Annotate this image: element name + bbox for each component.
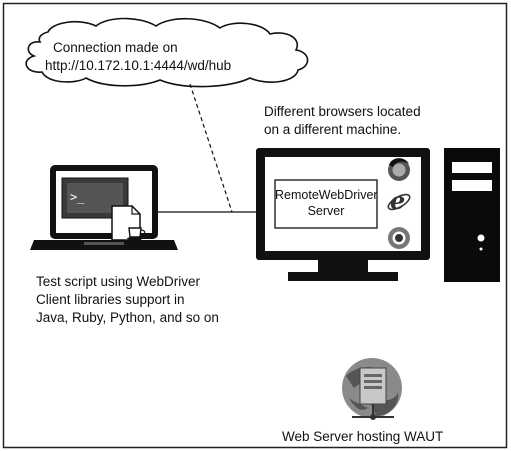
web-server-globe-icon — [342, 358, 402, 420]
connection-cloud — [25, 17, 309, 88]
terminal-prompt: >_ — [70, 190, 85, 204]
cloud-text-line-2: http://10.172.10.1:4444/wd/hub — [45, 58, 232, 73]
laptop-caption-line-1: Test script using WebDriver — [36, 274, 201, 289]
server-box-line-1: RemoteWebDriver — [275, 188, 378, 202]
firefox-icon — [388, 158, 410, 181]
server-box-line-2: Server — [307, 204, 345, 218]
chrome-icon — [388, 227, 410, 249]
remote-caption-line-2: on a different machine. — [264, 122, 402, 137]
computer-tower-icon — [444, 148, 500, 282]
web-server-caption: Web Server hosting WAUT — [282, 429, 444, 444]
remote-webdriver-server-box — [274, 179, 378, 229]
cloud-text-line-1: Connection made on — [53, 40, 178, 55]
java-cup-icon — [127, 227, 146, 241]
remote-caption-line-1: Different browsers located — [264, 104, 421, 119]
laptop-caption-line-2: Client libraries support in — [36, 292, 185, 307]
laptop-caption-line-3: Java, Ruby, Python, and so on — [36, 310, 219, 325]
svg-text:e: e — [390, 186, 405, 215]
internet-explorer-icon: e — [387, 186, 411, 215]
dashed-connector — [189, 83, 233, 213]
terminal-icon — [61, 177, 129, 219]
